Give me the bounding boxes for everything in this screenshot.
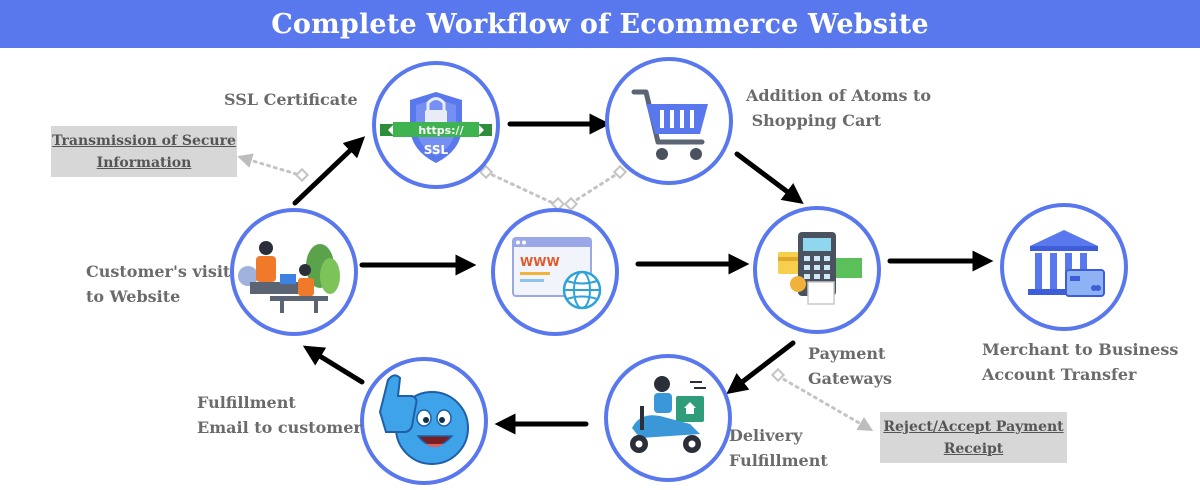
thumbs-up-smiley-icon bbox=[378, 374, 469, 465]
arrow-payment-delivery bbox=[726, 340, 796, 395]
label-email: Fulfillment Email to customer bbox=[197, 390, 362, 440]
dotted-diamonds bbox=[294, 164, 786, 383]
label-merchant-line1: Merchant to Business bbox=[982, 340, 1179, 359]
flow-arrows bbox=[292, 113, 994, 435]
dotted-line-secure bbox=[237, 153, 305, 178]
label-cart-line2: Shopping Cart bbox=[746, 111, 882, 130]
callout-receipt-line2: Receipt bbox=[943, 441, 1004, 457]
ssl-shield-icon: https:// SSL bbox=[380, 92, 492, 163]
www-badge: WWW bbox=[520, 255, 560, 269]
www-globe-icon: WWW bbox=[512, 237, 602, 310]
label-payment-line2: Gateways bbox=[808, 369, 893, 388]
label-merchant: Merchant to Business Account Transfer bbox=[982, 337, 1178, 387]
label-delivery: Delivery Fulfillment bbox=[729, 423, 828, 473]
label-delivery-line2: Fulfillment bbox=[729, 451, 828, 470]
node-email bbox=[360, 357, 488, 485]
node-website: WWW bbox=[491, 208, 619, 336]
dotted-line-ssl-website bbox=[484, 170, 557, 206]
label-ssl: SSL Certificate bbox=[224, 87, 358, 112]
page-title: Complete Workflow of Ecommerce Website bbox=[271, 8, 929, 40]
delivery-scooter-icon bbox=[630, 376, 706, 453]
ssl-badge: https:// bbox=[418, 124, 464, 137]
callout-secure-line2: Information bbox=[96, 155, 192, 171]
callout-receipt-line1: Reject/Accept Payment bbox=[883, 419, 1064, 435]
dotted-line-receipt bbox=[776, 374, 874, 432]
shopping-cart-icon bbox=[631, 89, 708, 160]
dotted-line-cart-website bbox=[568, 170, 622, 206]
label-customer-line2: to Website bbox=[86, 287, 181, 306]
ssl-badge-sub: SSL bbox=[424, 143, 449, 157]
label-email-line2: Email to customer bbox=[197, 418, 362, 437]
arrow-email-customer bbox=[302, 345, 365, 385]
arrow-customer-ssl bbox=[292, 136, 366, 206]
people-at-computers-icon bbox=[238, 241, 340, 313]
arrow-cart-payment bbox=[734, 151, 804, 205]
payment-terminal-icon bbox=[778, 232, 862, 305]
label-delivery-line1: Delivery bbox=[729, 426, 803, 445]
node-merchant bbox=[1000, 203, 1128, 331]
label-email-line1: Fulfillment bbox=[197, 393, 296, 412]
label-customer: Customer's visit to Website bbox=[86, 259, 230, 309]
node-payment bbox=[753, 206, 881, 334]
bank-icon bbox=[1028, 230, 1105, 297]
label-ssl-line1: SSL Certificate bbox=[224, 90, 358, 109]
label-payment-line1: Payment bbox=[808, 344, 886, 363]
node-cart bbox=[605, 57, 733, 185]
callout-secure-line1: Transmission of Secure bbox=[52, 133, 236, 149]
node-delivery bbox=[604, 354, 732, 482]
label-cart: Addition of Atoms to Shopping Cart bbox=[746, 83, 931, 133]
node-ssl: https:// SSL bbox=[372, 61, 500, 189]
callout-payment-receipt: Reject/Accept Payment Receipt bbox=[880, 412, 1067, 463]
dotted-connectors bbox=[237, 153, 874, 432]
label-customer-line1: Customer's visit bbox=[86, 262, 231, 281]
title-banner: Complete Workflow of Ecommerce Website bbox=[0, 0, 1200, 48]
node-customer bbox=[230, 208, 358, 336]
label-payment: Payment Gateways bbox=[808, 341, 892, 391]
label-merchant-line2: Account Transfer bbox=[982, 365, 1137, 384]
label-cart-line1: Addition of Atoms to bbox=[746, 86, 932, 105]
callout-secure-transmission: Transmission of Secure Information bbox=[51, 126, 237, 177]
